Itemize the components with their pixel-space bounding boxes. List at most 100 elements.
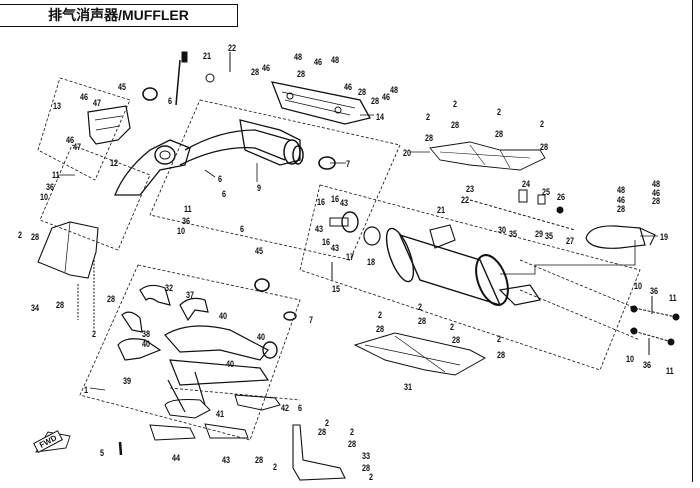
callout-13: 13 xyxy=(53,101,62,111)
group-outline-muffler xyxy=(299,184,641,371)
callout-39: 39 xyxy=(123,376,132,386)
callout-33: 33 xyxy=(362,451,371,461)
callout-12: 12 xyxy=(110,158,119,168)
group-outline-cat-pipe xyxy=(149,99,401,261)
group-outline-lower-edge xyxy=(169,387,301,401)
title-box-top-border xyxy=(0,4,237,5)
callout-36: 36 xyxy=(182,216,191,226)
callout-28: 28 xyxy=(358,87,367,97)
group-outline-lower-pipes xyxy=(79,264,301,441)
callout-2: 2 xyxy=(273,462,278,472)
callout-47: 47 xyxy=(73,142,82,152)
callout-10: 10 xyxy=(177,226,186,236)
callout-34: 34 xyxy=(31,303,40,313)
callout-6: 6 xyxy=(222,189,227,199)
callout-17: 17 xyxy=(346,252,355,262)
callout-28: 28 xyxy=(348,439,357,449)
callout-24: 24 xyxy=(522,179,531,189)
callout-42: 42 xyxy=(281,403,290,413)
callout-2: 2 xyxy=(92,329,97,339)
callout-35: 35 xyxy=(545,231,554,241)
callout-6: 6 xyxy=(240,224,245,234)
callout-7: 7 xyxy=(309,315,314,325)
callout-40: 40 xyxy=(257,332,266,342)
callout-44: 44 xyxy=(172,453,181,463)
callout-2: 2 xyxy=(18,230,23,240)
heat-shield-44 xyxy=(149,424,196,441)
callout-28: 28 xyxy=(56,300,65,310)
callout-1: 1 xyxy=(84,385,89,395)
left-heat-shield-part xyxy=(37,221,99,279)
callout-11: 11 xyxy=(184,204,192,214)
callout-7: 7 xyxy=(346,159,351,169)
callout-46: 46 xyxy=(344,82,353,92)
callout-2: 2 xyxy=(540,119,545,129)
callout-25: 25 xyxy=(542,187,551,197)
callout-32: 32 xyxy=(165,283,174,293)
callout-6: 6 xyxy=(218,174,223,184)
callout-48: 48 xyxy=(331,55,340,65)
callout-28: 28 xyxy=(362,463,371,473)
front-pipe-part xyxy=(114,139,191,196)
callout-38: 38 xyxy=(142,329,151,339)
callout-46: 46 xyxy=(652,188,661,198)
callout-31: 31 xyxy=(404,382,413,392)
callout-28: 28 xyxy=(617,204,626,214)
callout-45: 45 xyxy=(255,246,264,256)
callout-23: 23 xyxy=(466,184,475,194)
group-outline-front-heatshield xyxy=(37,77,131,181)
callout-40: 40 xyxy=(142,339,151,349)
muffler-body-part xyxy=(398,233,502,307)
callout-43: 43 xyxy=(340,198,349,208)
callout-36: 36 xyxy=(650,286,659,296)
lower-skid-plate-part xyxy=(353,332,487,376)
callout-2: 2 xyxy=(497,107,502,117)
heat-plate-part xyxy=(429,141,546,171)
callout-48: 48 xyxy=(294,52,303,62)
callout-6: 6 xyxy=(298,403,303,413)
diagram-title: 排气消声器/MUFFLER xyxy=(0,4,238,27)
callout-2: 2 xyxy=(426,112,431,122)
callout-2: 2 xyxy=(350,427,355,437)
callout-28: 28 xyxy=(540,142,549,152)
callout-2: 2 xyxy=(453,99,458,109)
catalytic-converter-part xyxy=(239,119,301,166)
callout-21: 21 xyxy=(437,205,446,215)
callout-6: 6 xyxy=(168,96,173,106)
upper-heat-shield-part xyxy=(270,81,371,125)
group-outline-front-pipe xyxy=(39,144,151,251)
callout-28: 28 xyxy=(318,427,327,437)
gasket-part-top xyxy=(142,87,158,101)
callout-48: 48 xyxy=(390,85,399,95)
callout-29: 29 xyxy=(535,229,544,239)
gasket-18 xyxy=(363,226,381,246)
callout-16: 16 xyxy=(317,197,326,207)
callout-2: 2 xyxy=(418,302,423,312)
heat-shield-42 xyxy=(234,394,281,411)
callout-43: 43 xyxy=(222,455,231,465)
callout-36: 36 xyxy=(46,182,55,192)
right-bolts xyxy=(629,296,680,355)
callout-10: 10 xyxy=(626,354,635,364)
callout-2: 2 xyxy=(378,310,383,320)
muffler-end-cap xyxy=(475,254,509,306)
callout-28: 28 xyxy=(376,324,385,334)
callout-28: 28 xyxy=(451,120,460,130)
callout-28: 28 xyxy=(371,96,380,106)
callout-43: 43 xyxy=(331,243,340,253)
callout-16: 16 xyxy=(331,194,340,204)
callout-2: 2 xyxy=(450,322,455,332)
callout-28: 28 xyxy=(497,350,506,360)
leader-lines xyxy=(60,114,658,391)
tail-pipe-part xyxy=(585,225,646,249)
callout-10: 10 xyxy=(634,281,643,291)
callout-40: 40 xyxy=(226,359,235,369)
callout-45: 45 xyxy=(118,82,127,92)
callout-28: 28 xyxy=(255,455,264,465)
callout-21: 21 xyxy=(203,51,212,61)
callout-19: 19 xyxy=(660,232,669,242)
frame-border-right xyxy=(692,0,693,482)
heat-shield-43 xyxy=(204,423,249,439)
callout-15: 15 xyxy=(332,284,341,294)
